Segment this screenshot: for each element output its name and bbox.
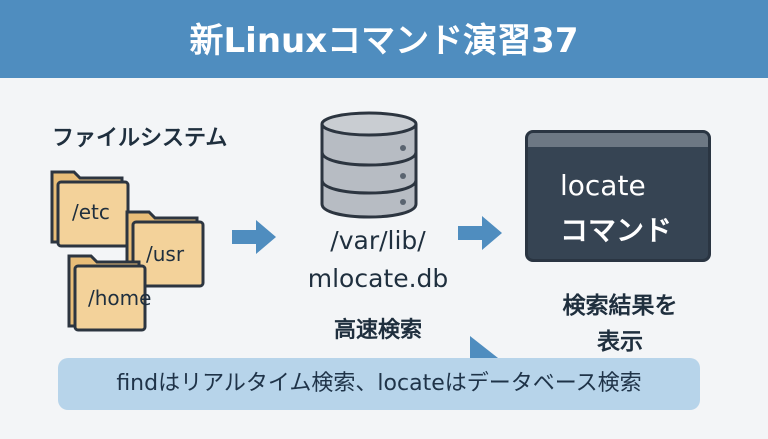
arrow-right-icon (458, 216, 502, 250)
db-path-line2: mlocate.db (307, 264, 449, 293)
folder-label-etc: /etc (72, 200, 110, 224)
header-bar (0, 0, 768, 78)
terminal-titlebar (528, 133, 708, 147)
terminal-line2: コマンド (560, 214, 673, 247)
folder-label-home: /home (88, 286, 152, 310)
terminal-window: locate コマンド (525, 130, 711, 262)
db-path-line1: /var/lib/ (330, 226, 426, 255)
pointer-triangle-icon (470, 336, 498, 358)
database-icon (320, 111, 418, 219)
folder-icon (67, 254, 147, 332)
filesystem-label: ファイルシステム (52, 126, 228, 151)
terminal-line1: locate (560, 169, 646, 202)
result-line1: 検索結果を (562, 293, 678, 319)
result-line2: 表示 (597, 329, 643, 355)
folder-icon (50, 170, 130, 248)
arrow-right-icon (232, 220, 276, 254)
page-title: 新Linuxコマンド演習37 (189, 21, 579, 61)
folder-label-usr: /usr (146, 242, 185, 266)
summary-banner: findはリアルタイム検索、locateはデータベース検索 (58, 358, 700, 410)
folders-group (50, 170, 205, 332)
db-caption: 高速検索 (333, 318, 422, 343)
